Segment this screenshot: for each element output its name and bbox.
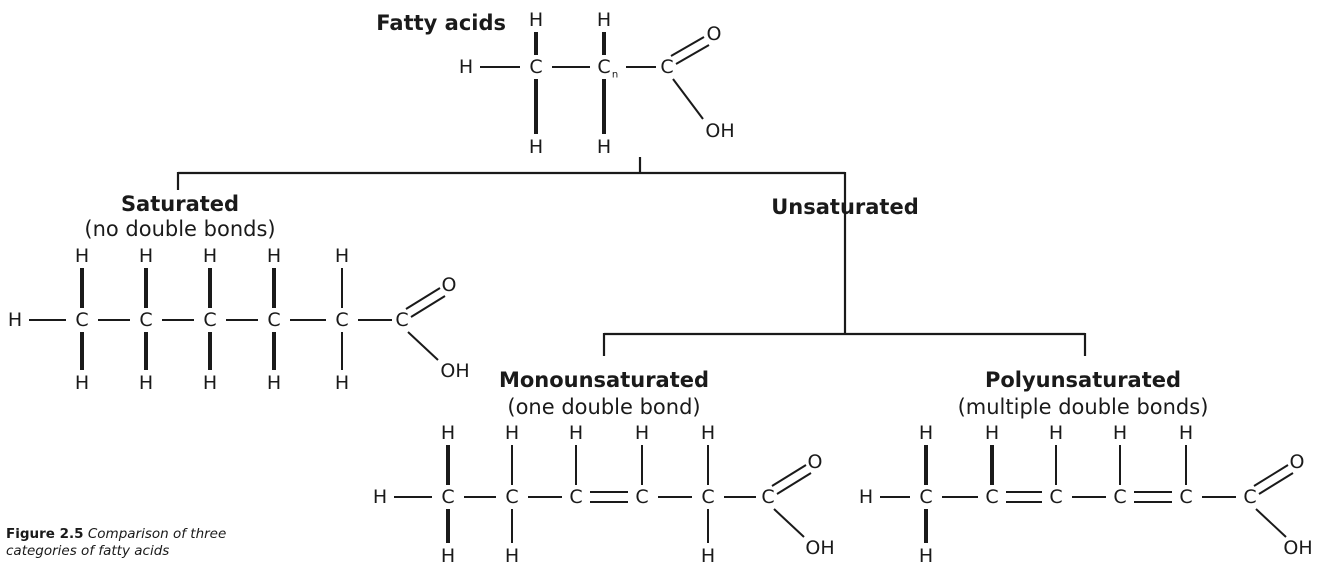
atom-h: H (335, 372, 349, 394)
atom-h: H (529, 9, 543, 31)
atom-h: H (8, 309, 22, 331)
atom-h: H (529, 136, 543, 158)
atom-oh: OH (1283, 537, 1312, 559)
unsaturated-title: Unsaturated (771, 195, 919, 219)
monounsaturated-title: Monounsaturated (499, 368, 709, 392)
atom-h: H (701, 545, 715, 565)
atom-o: O (707, 23, 722, 45)
atom-c: C (635, 486, 648, 508)
generic-fatty-acid-structure: H C H H C n H H C O OH (459, 9, 735, 158)
figure-caption-text: Comparison of three categories of fatty … (6, 526, 227, 559)
atom-h: H (1113, 422, 1127, 444)
atom-h: H (267, 372, 281, 394)
atom-o: O (1290, 451, 1305, 473)
atom-o: O (442, 274, 457, 296)
atom-h: H (267, 245, 281, 267)
atom-h: H (459, 56, 473, 78)
atom-c: C (441, 486, 454, 508)
atom-oh: OH (705, 120, 734, 142)
atom-h: H (441, 545, 455, 565)
tree-connectors (176, 157, 1087, 356)
atom-c: C (139, 309, 152, 331)
atom-h: H (75, 372, 89, 394)
atom-h: H (597, 136, 611, 158)
saturated-note: (no double bonds) (84, 217, 275, 241)
atom-h: H (919, 545, 933, 565)
atom-c: C (267, 309, 280, 331)
atom-c: C (597, 56, 610, 78)
atom-c: C (203, 309, 216, 331)
atom-c: C (701, 486, 714, 508)
atom-c: C (1179, 486, 1192, 508)
atom-c: C (660, 56, 673, 78)
figure-number: Figure 2.5 (6, 526, 84, 542)
atom-h: H (919, 422, 933, 444)
polyunsaturated-note: (multiple double bonds) (958, 395, 1209, 419)
monounsaturated-fatty-acid-structure: H C H H C H H C H C H C H H C O OH (373, 422, 835, 565)
atom-h: H (75, 245, 89, 267)
atom-oh: OH (440, 360, 469, 382)
atom-c: C (569, 486, 582, 508)
atom-c: C (1049, 486, 1062, 508)
figure-caption: Figure 2.5 Comparison of three categorie… (6, 526, 286, 560)
atom-o: O (808, 451, 823, 473)
atom-c: C (985, 486, 998, 508)
atom-c: C (75, 309, 88, 331)
atom-c: C (335, 309, 348, 331)
atom-h: H (139, 372, 153, 394)
atom-c: C (505, 486, 518, 508)
atom-h: H (1049, 422, 1063, 444)
saturated-title: Saturated (121, 192, 239, 216)
atom-h: H (985, 422, 999, 444)
atom-c: C (761, 486, 774, 508)
atom-h: H (597, 9, 611, 31)
fatty-acids-title: Fatty acids (376, 11, 506, 35)
atom-c: C (919, 486, 932, 508)
atom-h: H (569, 422, 583, 444)
atom-h: H (203, 372, 217, 394)
atom-h: H (505, 545, 519, 565)
atom-h: H (505, 422, 519, 444)
atom-h: H (859, 486, 873, 508)
atom-h: H (1179, 422, 1193, 444)
atom-h: H (701, 422, 715, 444)
atom-h: H (139, 245, 153, 267)
polyunsaturated-title: Polyunsaturated (985, 368, 1181, 392)
atom-h: H (335, 245, 349, 267)
atom-oh: OH (805, 537, 834, 559)
atom-h: H (373, 486, 387, 508)
atom-h: H (441, 422, 455, 444)
atom-c: C (395, 309, 408, 331)
subscript-n: n (612, 70, 618, 81)
saturated-fatty-acid-structure: H C H H C H H C H H C H H C H H C O (8, 245, 470, 394)
atom-c: C (529, 56, 542, 78)
atom-c: C (1113, 486, 1126, 508)
atom-h: H (203, 245, 217, 267)
polyunsaturated-fatty-acid-structure: H C H H C H C H C H C H C O OH (859, 422, 1313, 565)
atom-h: H (635, 422, 649, 444)
monounsaturated-note: (one double bond) (507, 395, 700, 419)
atom-c: C (1243, 486, 1256, 508)
